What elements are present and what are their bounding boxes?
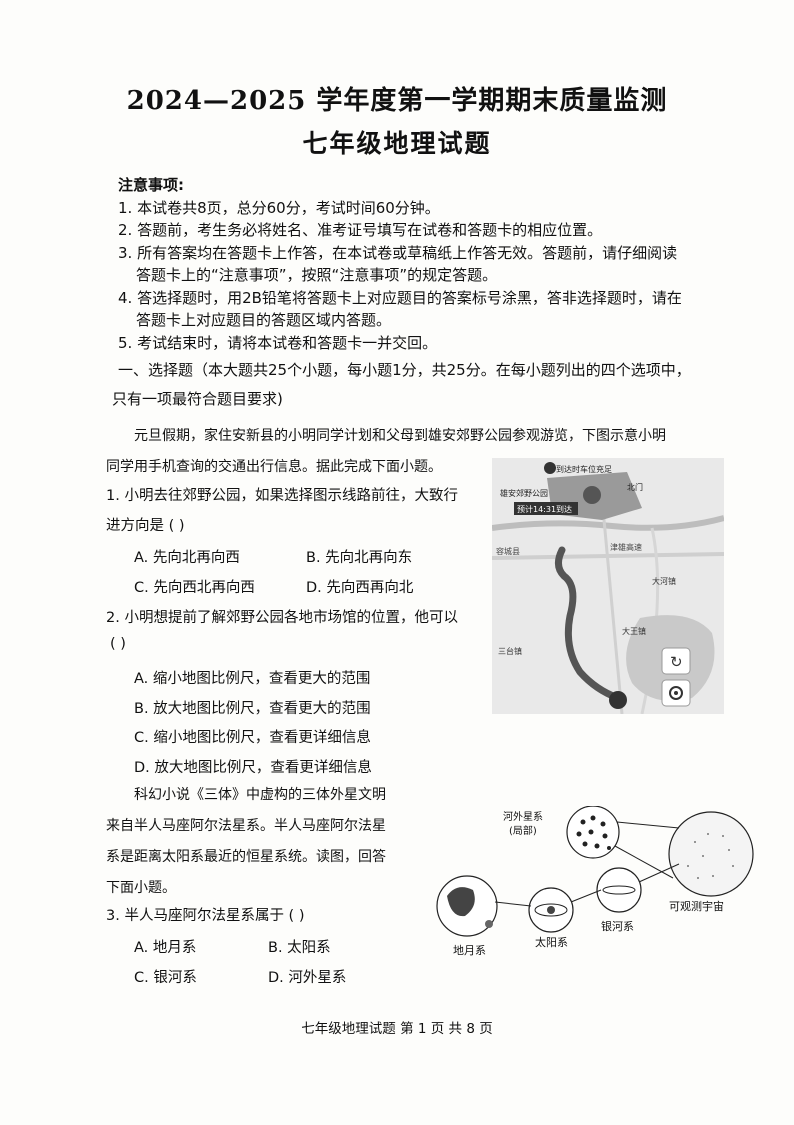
map-arrival-label: 预计14:31到达 xyxy=(517,504,572,514)
notes-heading: 注意事项: xyxy=(118,176,184,194)
q1-option-c[interactable]: C. 先向西北再向西 xyxy=(134,580,255,596)
map-north-gate-label: 北门 xyxy=(627,482,643,492)
route-map: 到达时车位充足 雄安郊野公园 预计14:31到达 北门 容城县 津雄高速 大河镇… xyxy=(492,458,724,714)
question-2-stem-line2: ( ) xyxy=(110,636,126,652)
intro-line: 元旦假期，家住安新县的小明同学计划和父母到雄安郊野公园参观游览，下图示意小明 xyxy=(134,428,666,444)
exam-subtitle: 七年级地理试题 xyxy=(302,129,492,158)
figure-label-solar: 太阳系 xyxy=(535,936,568,949)
question-1-stem-line2: 进方向是 ( ) xyxy=(106,518,185,534)
universe-hierarchy-figure: 河外星系 (局部) 可观测宇宙 银河系 太阳系 地月系 xyxy=(433,805,763,962)
map-town-label: 大王镇 xyxy=(622,626,646,636)
note-item: 5. 考试结束时，请将本试卷和答题卡一并交回。 xyxy=(118,333,438,352)
q3-option-d[interactable]: D. 河外星系 xyxy=(268,970,347,986)
figure-label-extragalactic: 河外星系 xyxy=(503,811,543,823)
intro-line: 同学用手机查询的交通出行信息。据此完成下面小题。 xyxy=(106,459,442,475)
map-parking-label: 到达时车位充足 xyxy=(556,464,612,474)
q1-option-a[interactable]: A. 先向北再向西 xyxy=(134,550,240,566)
intro-line: 下面小题。 xyxy=(106,880,176,896)
figure-label-milkyway: 银河系 xyxy=(601,919,634,933)
route-map-drawing: 到达时车位充足 雄安郊野公园 预计14:31到达 北门 容城县 津雄高速 大河镇… xyxy=(492,458,724,714)
intro-line: 科幻小说《三体》中虚构的三体外星文明 xyxy=(134,787,386,803)
q1-option-d[interactable]: D. 先向西再向北 xyxy=(306,580,414,596)
question-2-stem-line1: 2. 小明想提前了解郊野公园各地市场馆的位置，他可以 xyxy=(106,610,458,626)
q1-option-b[interactable]: B. 先向北再向东 xyxy=(306,550,413,566)
q3-option-b[interactable]: B. 太阳系 xyxy=(268,940,331,956)
q3-option-a[interactable]: A. 地月系 xyxy=(134,940,197,956)
q2-option-c[interactable]: C. 缩小地图比例尺，查看更详细信息 xyxy=(134,730,371,746)
q3-option-c[interactable]: C. 银河系 xyxy=(134,970,197,986)
map-park-label: 雄安郊野公园 xyxy=(500,488,548,498)
section-line: 只有一项最符合题目要求) xyxy=(112,390,283,408)
section-line: 一、选择题（本大题共25个小题，每小题1分，共25分。在每小题列出的四个选项中， xyxy=(118,361,691,379)
figure-label-part: (局部) xyxy=(509,824,537,837)
figure-label-observable: 可观测宇宙 xyxy=(669,899,724,913)
refresh-button[interactable] xyxy=(661,647,691,675)
map-town-label: 三台镇 xyxy=(498,646,522,656)
exam-title: 2024—2025 学年度第一学期期末质量监测 xyxy=(126,86,668,116)
intro-passage-2: 科幻小说《三体》中虚构的三体外星文明 来自半人马座阿尔法星系。半人马座阿尔法星 … xyxy=(106,780,436,904)
note-item: 答题卡上的“注意事项”，按照“注意事项”的规定答题。 xyxy=(136,266,498,284)
question-1-stem-line1: 1. 小明去往郊野公园，如果选择图示线路前往，大致行 xyxy=(106,488,458,504)
notes-block: 注意事项: 1. 本试卷共8页，总分60分，考试时间60分钟。 2. 答题前，考… xyxy=(118,174,728,354)
intro-passage-1: 元旦假期，家住安新县的小明同学计划和父母到雄安郊野公园参观游览，下图示意小明 同… xyxy=(106,421,736,483)
note-item: 答题卡上对应题目的答题区域内答题。 xyxy=(136,311,392,329)
q2-option-b[interactable]: B. 放大地图比例尺，查看更大的范围 xyxy=(134,701,371,717)
map-county-label: 容城县 xyxy=(496,546,520,556)
locate-icon xyxy=(669,686,683,700)
intro-line: 来自半人马座阿尔法星系。半人马座阿尔法星 xyxy=(106,818,386,834)
map-highway-label: 津雄高速 xyxy=(610,542,642,552)
q2-option-a[interactable]: A. 缩小地图比例尺，查看更大的范围 xyxy=(134,671,371,687)
note-item: 4. 答选择题时，用2B铅笔将答题卡上对应题目的答案标号涂黑，答非选择题时，请在 xyxy=(118,288,682,307)
note-item: 3. 所有答案均在答题卡上作答，在本试卷或草稿纸上作答无效。答题前，请仔细阅读 xyxy=(118,243,678,262)
refresh-icon: ↻ xyxy=(670,653,683,671)
question-3-stem: 3. 半人马座阿尔法星系属于 ( ) xyxy=(106,908,305,924)
section-heading: 一、选择题（本大题共25个小题，每小题1分，共25分。在每小题列出的四个选项中，… xyxy=(112,356,730,414)
note-item: 1. 本试卷共8页，总分60分，考试时间60分钟。 xyxy=(118,198,440,217)
universe-hierarchy-drawing: 河外星系 (局部) 可观测宇宙 银河系 太阳系 地月系 xyxy=(436,805,754,957)
map-town-label: 大河镇 xyxy=(652,576,676,586)
intro-line: 系是距离太阳系最近的恒星系统。读图，回答 xyxy=(106,849,386,865)
note-item: 2. 答题前，考生务必将姓名、准考证号填写在试卷和答题卡的相应位置。 xyxy=(118,221,603,239)
page-footer: 七年级地理试题 第 1 页 共 8 页 xyxy=(301,1021,493,1037)
q2-option-d[interactable]: D. 放大地图比例尺，查看更详细信息 xyxy=(134,760,372,776)
figure-label-earthmoon: 地月系 xyxy=(453,944,486,957)
